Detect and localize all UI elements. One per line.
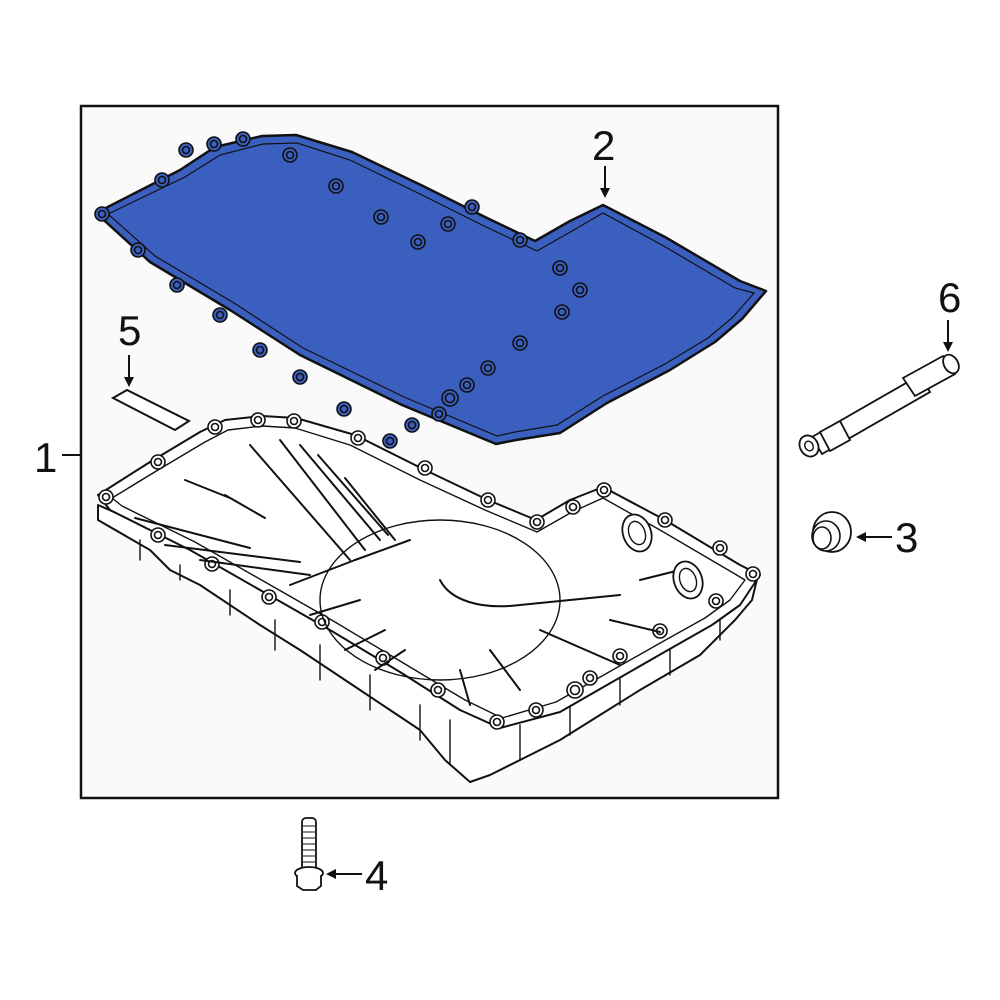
fill-tube[interactable] bbox=[796, 352, 962, 460]
pan-gasket[interactable] bbox=[94, 131, 768, 449]
callout-2[interactable]: 2 bbox=[592, 122, 615, 198]
gasket-body bbox=[94, 133, 768, 446]
oil-pan[interactable] bbox=[97, 412, 761, 783]
label-tag[interactable] bbox=[110, 388, 192, 432]
callout-4[interactable]: 4 bbox=[326, 852, 388, 899]
gasket-inner-edge bbox=[106, 142, 756, 437]
label-tag-shape bbox=[110, 388, 192, 432]
callout-6[interactable]: 6 bbox=[938, 274, 961, 352]
oil-pan-flange-inner bbox=[111, 425, 746, 719]
bolt-head bbox=[296, 876, 322, 891]
gasket-bolt-holes bbox=[94, 131, 588, 449]
fill-tube-bottom-end bbox=[798, 434, 820, 458]
pan-bolt[interactable] bbox=[294, 817, 324, 891]
oil-pan-bolt-holes bbox=[98, 412, 761, 730]
callout-3-label: 3 bbox=[895, 514, 918, 561]
oil-pan-ports bbox=[621, 513, 704, 600]
bolt-threads bbox=[303, 825, 315, 863]
callout-4-label: 4 bbox=[365, 852, 388, 899]
callout-3[interactable]: 3 bbox=[856, 514, 918, 561]
fill-tube-top-end bbox=[942, 353, 960, 375]
fill-tube-lower-collar bbox=[818, 419, 852, 453]
callout-6-label: 6 bbox=[938, 274, 961, 321]
oil-pan-interior-ribs bbox=[134, 439, 681, 706]
callout-2-label: 2 bbox=[592, 122, 615, 169]
drain-plug-end bbox=[812, 526, 832, 550]
drain-plug[interactable] bbox=[811, 511, 852, 553]
callout-1-label: 1 bbox=[34, 434, 57, 481]
callout-1[interactable]: 1 bbox=[34, 434, 81, 481]
callout-5-label: 5 bbox=[118, 307, 141, 354]
callout-5[interactable]: 5 bbox=[118, 307, 141, 387]
